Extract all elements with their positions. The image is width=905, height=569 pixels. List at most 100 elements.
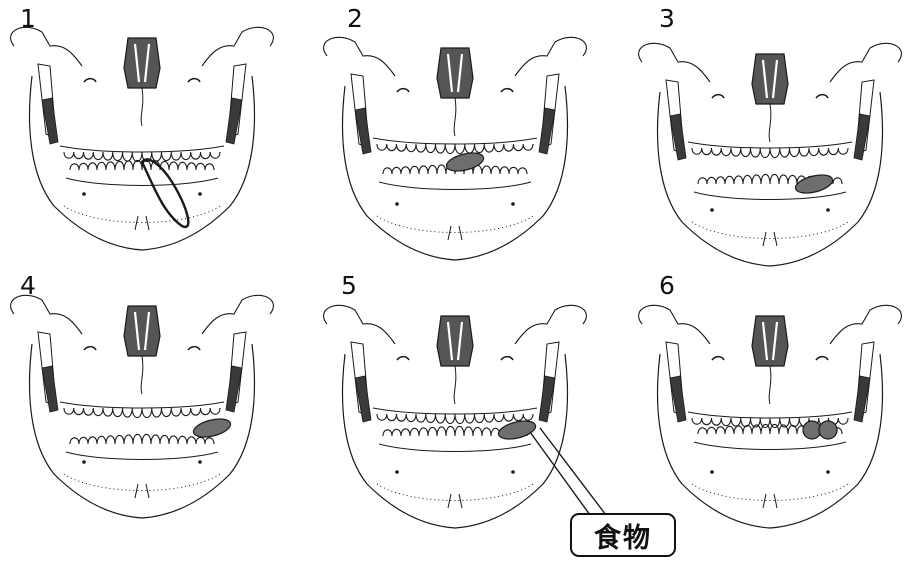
jaw-panel-1: [11, 27, 274, 250]
upper-teeth: [692, 148, 848, 158]
jaw-panel-5: [324, 305, 587, 528]
mandible-outline: [343, 354, 568, 528]
lower-gum-line: [379, 444, 531, 452]
chin-dotted-line: [692, 484, 848, 501]
upper-teeth: [64, 408, 220, 418]
panel-number-2: 2: [347, 6, 363, 31]
chin-marks: [763, 494, 777, 508]
left-squiggle: [84, 347, 96, 350]
skull-right-wing: [515, 305, 586, 344]
right-squiggle: [501, 357, 513, 360]
food-bolus: [192, 416, 233, 441]
skull-left-wing: [324, 305, 395, 344]
left-squiggle: [84, 79, 96, 82]
mental-foramen-right: [826, 470, 830, 474]
panel-number-6: 6: [659, 273, 675, 298]
left-squiggle: [397, 357, 409, 360]
nasal-cavity: [437, 316, 473, 366]
right-squiggle: [816, 357, 828, 360]
skull-right-wing: [830, 43, 901, 82]
panel-number-5: 5: [341, 273, 357, 298]
upper-gum-line: [373, 138, 537, 144]
lower-gum-line: [379, 182, 531, 190]
lower-teeth: [70, 434, 214, 444]
left-squiggle: [712, 95, 724, 98]
nasal-cavity: [437, 48, 473, 98]
lower-gum-line: [694, 442, 846, 450]
right-squiggle: [816, 95, 828, 98]
mental-foramen-right: [511, 202, 515, 206]
mental-foramen-left: [395, 202, 399, 206]
midline: [454, 98, 456, 136]
upper-gum-line: [688, 412, 852, 418]
upper-gum-line: [373, 408, 537, 414]
food-callout-label: 食物: [594, 516, 652, 555]
food-callout: 食物: [570, 513, 676, 557]
jaw-panel-2: [324, 37, 587, 260]
mental-foramen-right: [198, 192, 202, 196]
skull-left-wing: [639, 305, 710, 344]
upper-gum-line: [60, 146, 224, 152]
chin-marks: [448, 494, 462, 508]
chin-dotted-line: [64, 206, 220, 223]
chin-dotted-line: [377, 484, 533, 501]
mandible-outline: [658, 92, 883, 266]
chin-marks: [448, 226, 462, 240]
mental-foramen-right: [826, 208, 830, 212]
food-bolus-part-b: [819, 421, 837, 439]
chin-marks: [135, 484, 149, 498]
skull-right-wing: [202, 295, 273, 334]
skull-left-wing: [639, 43, 710, 82]
midline: [769, 104, 771, 142]
chin-dotted-line: [64, 474, 220, 491]
food-bolus: [794, 172, 835, 197]
food-bolus: [497, 418, 538, 443]
upper-teeth: [377, 414, 533, 424]
skull-left-wing: [324, 37, 395, 76]
left-squiggle: [712, 357, 724, 360]
callout-leader-line: [530, 428, 606, 515]
panel-number-3: 3: [659, 6, 675, 31]
upper-gum-line: [60, 402, 224, 408]
mental-foramen-right: [511, 470, 515, 474]
mental-foramen-left: [395, 470, 399, 474]
skull-left-wing: [11, 295, 82, 334]
chin-marks: [135, 216, 149, 230]
mandible-outline: [658, 354, 883, 528]
chin-marks: [763, 232, 777, 246]
midline: [141, 88, 143, 126]
midline: [141, 356, 143, 394]
jaw-panel-4: [11, 295, 274, 518]
upper-teeth: [377, 144, 533, 154]
nasal-cavity: [752, 316, 788, 366]
nasal-cavity: [124, 306, 160, 356]
chin-dotted-line: [692, 222, 848, 239]
chin-dotted-line: [377, 216, 533, 233]
right-squiggle: [501, 89, 513, 92]
midline: [454, 366, 456, 404]
skull-right-wing: [830, 305, 901, 344]
panel-number-4: 4: [20, 273, 36, 298]
lower-gum-line: [66, 178, 218, 186]
food-bolus-part-a: [803, 421, 821, 439]
right-squiggle: [188, 347, 200, 350]
left-squiggle: [397, 89, 409, 92]
skull-left-wing: [11, 27, 82, 66]
mental-foramen-right: [198, 460, 202, 464]
jaw-panel-3: [639, 43, 902, 266]
upper-teeth: [64, 152, 220, 162]
right-squiggle: [188, 79, 200, 82]
jaw-panel-6: [639, 305, 902, 528]
midline: [769, 366, 771, 404]
panel-number-1: 1: [20, 6, 36, 31]
skull-right-wing: [202, 27, 273, 66]
nasal-cavity: [752, 54, 788, 104]
lower-gum-line: [694, 192, 846, 200]
mental-foramen-left: [710, 208, 714, 212]
mental-foramen-left: [82, 460, 86, 464]
mental-foramen-left: [710, 470, 714, 474]
food-position-outline: [142, 159, 188, 226]
nasal-cavity: [124, 38, 160, 88]
